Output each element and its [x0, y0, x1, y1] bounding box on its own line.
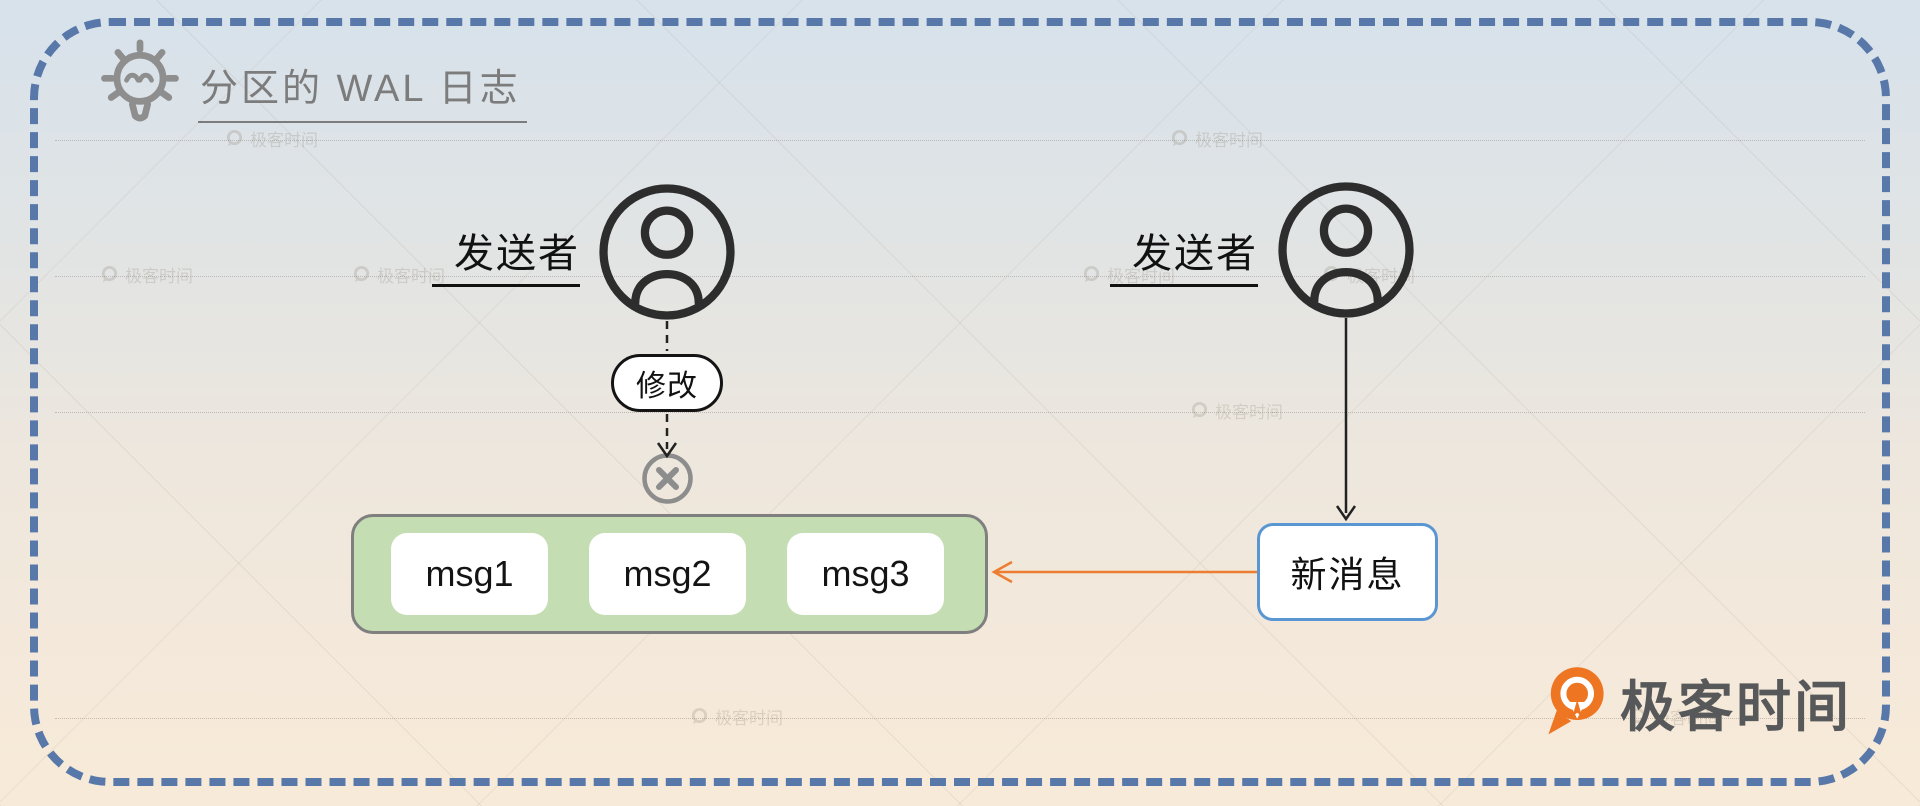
geektime-logo-text: 极客时间 — [1620, 676, 1853, 738]
watermark: 极客时间 — [1082, 262, 1175, 287]
watermark-text: 极客时间 — [1195, 131, 1263, 150]
watermark-text: 极客时间 — [1215, 403, 1283, 422]
watermark: 极客时间 — [225, 126, 318, 151]
watermark: 极客时间 — [690, 704, 783, 729]
log-entry-msg1: msg1 — [391, 533, 548, 615]
watermark-dotted-line — [55, 718, 1865, 719]
sender-right-label: 发送者 — [1110, 221, 1258, 287]
sender-left-label: 发送者 — [432, 221, 580, 287]
append-arrowhead — [991, 560, 1013, 584]
solid-arrowhead — [1335, 505, 1357, 522]
diagram-dashed-border — [30, 18, 1890, 786]
watermark: 极客时间 — [1628, 704, 1721, 729]
lightbulb-icon — [101, 39, 179, 122]
geektime-mini-logo-icon — [1171, 129, 1188, 147]
watermark-text: 极客时间 — [1653, 709, 1721, 728]
watermark-dotted-line — [55, 140, 1865, 141]
page-title: 分区的 WAL 日志 — [198, 57, 527, 123]
watermark: 极客时间 — [100, 262, 193, 287]
modify-node: 修改 — [611, 354, 723, 412]
person-icon — [1278, 182, 1414, 318]
watermark-text: 极客时间 — [250, 131, 318, 150]
geektime-mini-logo-icon — [353, 265, 370, 283]
geektime-mini-logo-icon — [1191, 401, 1208, 419]
person-icon — [599, 184, 735, 320]
geektime-mini-logo-icon — [1083, 265, 1100, 283]
watermark-text: 极客时间 — [125, 267, 193, 286]
watermark-dotted-line — [55, 412, 1865, 413]
watermark: 极客时间 — [352, 262, 445, 287]
dashed-arrowhead — [656, 442, 678, 459]
watermark: 极客时间 — [1190, 398, 1283, 423]
wal-log-partition: msg1 msg2 msg3 — [351, 514, 988, 634]
watermark: 极客时间 — [1170, 126, 1263, 151]
watermark-text: 极客时间 — [715, 709, 783, 728]
geektime-brand: 极客时间 — [1546, 662, 1852, 742]
log-entry-msg2: msg2 — [589, 533, 746, 615]
watermark-text: 极客时间 — [1107, 267, 1175, 286]
geektime-mini-logo-icon — [101, 265, 118, 283]
watermark-dotted-line — [55, 276, 1865, 277]
geektime-logo-icon — [1548, 667, 1604, 735]
new-message-node: 新消息 — [1257, 523, 1438, 621]
geektime-mini-logo-icon — [691, 707, 708, 725]
diagram-header: 分区的 WAL 日志 — [92, 38, 527, 134]
log-entry-msg3: msg3 — [787, 533, 944, 615]
watermark-text: 极客时间 — [377, 267, 445, 286]
geektime-mini-logo-icon — [226, 129, 243, 147]
geektime-mini-logo-icon — [1629, 707, 1646, 725]
